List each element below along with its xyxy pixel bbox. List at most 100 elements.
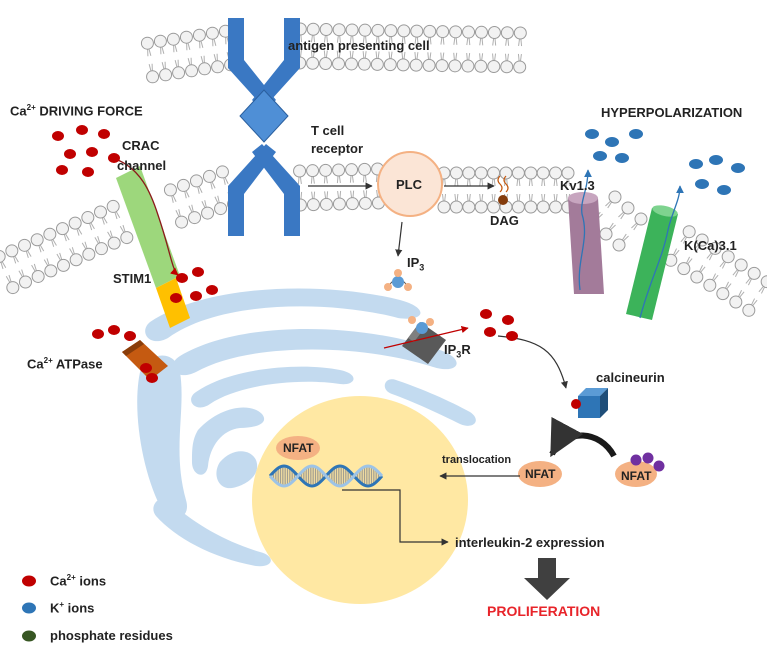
lipid-head: [163, 183, 177, 197]
label-crac-line2: channel: [117, 158, 167, 173]
lipid-head: [319, 56, 333, 70]
lipid-head: [211, 60, 225, 74]
lipid-head: [437, 200, 451, 214]
lipid-head: [319, 197, 333, 211]
lipid-head: [107, 236, 121, 250]
lipid-head: [397, 24, 411, 38]
label-ca-atpase: Ca2+ ATPase: [27, 356, 103, 372]
lipid-head: [383, 58, 397, 72]
dna-strand-2: [268, 464, 384, 488]
lipid-head: [82, 247, 96, 261]
legend-phosphate-dot: [22, 630, 36, 642]
lipid-head: [344, 57, 358, 71]
lipid-head: [549, 200, 563, 214]
lipid-head: [511, 200, 525, 214]
lipid-head: [436, 25, 450, 39]
legend-potassium-suffix: ions: [64, 600, 95, 616]
lipid-head: [524, 200, 538, 214]
lipid-head: [44, 264, 58, 278]
lipid-head: [176, 178, 190, 192]
ip3-main: IP: [407, 255, 420, 270]
lipid-head: [306, 164, 320, 178]
lipid-head: [708, 241, 722, 255]
lipid-head: [166, 32, 180, 46]
potassium-ion: [593, 151, 607, 161]
ca-atpase-prefix: Ca: [27, 356, 44, 372]
lipid-head: [499, 166, 513, 180]
lipid-head: [357, 57, 371, 71]
ca-atpase-sup: 2+: [43, 356, 53, 365]
lipid-head: [371, 23, 385, 37]
label-plc: PLC: [396, 177, 422, 192]
calcium-ion: [86, 147, 98, 157]
lipid-head: [94, 205, 108, 219]
ca-atpase-suffix: ATPase: [52, 356, 103, 372]
lipid-head: [396, 58, 410, 72]
label-nfat-phospho: NFAT: [621, 469, 652, 483]
legend-calcium-label: Ca2+ ions: [50, 573, 107, 589]
lipid-head: [536, 200, 550, 214]
lipid-head: [449, 166, 463, 180]
lipid-head: [729, 295, 743, 309]
nfat-active-shape: [518, 461, 562, 487]
lipid-head: [487, 60, 501, 74]
lipid-head: [189, 174, 203, 188]
lipid-head: [487, 200, 501, 214]
lipid-head: [462, 200, 476, 214]
label-ip3r: IP3R: [444, 343, 471, 360]
label-nfat-active: NFAT: [525, 467, 556, 481]
lipid-head: [384, 24, 398, 38]
lipid-head: [474, 166, 488, 180]
lipid-head: [695, 233, 709, 247]
lipid-head: [487, 26, 501, 40]
lipid-head: [214, 202, 228, 216]
lipid-head: [513, 26, 527, 40]
lipid-head: [31, 269, 45, 283]
down-arrow-icon: [524, 558, 570, 600]
lipid-head: [682, 225, 696, 239]
lipid-head: [435, 59, 449, 73]
nfat-phosphate-dots: [630, 452, 665, 472]
lipid-head: [215, 165, 229, 179]
lipid-head: [608, 190, 622, 204]
calcium-ion: [146, 373, 158, 383]
legend-potassium-sup: +: [59, 600, 65, 609]
lipid-head: [192, 28, 206, 42]
lipid-head: [172, 66, 186, 80]
nfat-nucleus-shape: [276, 436, 320, 460]
lipid-head: [474, 59, 488, 73]
dna-helix-icon: [268, 464, 384, 488]
lipid-head: [56, 222, 70, 236]
ip3r-sub: 3: [456, 349, 462, 360]
tcr-receptor-icon: [228, 18, 300, 236]
label-tcr-line1: T cell: [311, 123, 345, 138]
lipid-head: [68, 216, 82, 230]
lipid-head: [423, 24, 437, 38]
potassium-ion: [689, 159, 703, 169]
circular-arrow-icon: [549, 416, 617, 458]
legend-potassium-label: K+ ions: [50, 600, 95, 616]
lipid-head: [306, 22, 320, 36]
lipid-head: [721, 250, 735, 264]
calcium-ion: [108, 325, 120, 335]
calcium-ion: [64, 149, 76, 159]
ip3r-icon: [383, 316, 469, 364]
lipid-head: [358, 162, 372, 176]
calcium-ion: [56, 165, 68, 175]
lipid-head: [332, 197, 346, 211]
lipid-head: [18, 275, 32, 289]
calcium-ion: [108, 153, 120, 163]
lipid-head: [198, 62, 212, 76]
lipid-head: [332, 163, 346, 177]
lipid-head: [716, 287, 730, 301]
ions-layer: [52, 125, 745, 383]
ip3-icon: [384, 269, 412, 291]
lipid-head: [462, 166, 476, 180]
legend-calcium-suffix: ions: [75, 573, 107, 589]
lipid-head: [524, 166, 538, 180]
label-antigen-presenting-cell: antigen presenting cell: [288, 38, 430, 53]
legend-potassium-prefix: K: [50, 600, 60, 616]
ip3r-main: IP: [444, 342, 457, 357]
lipid-head: [140, 36, 154, 50]
calcium-ion: [480, 309, 492, 319]
